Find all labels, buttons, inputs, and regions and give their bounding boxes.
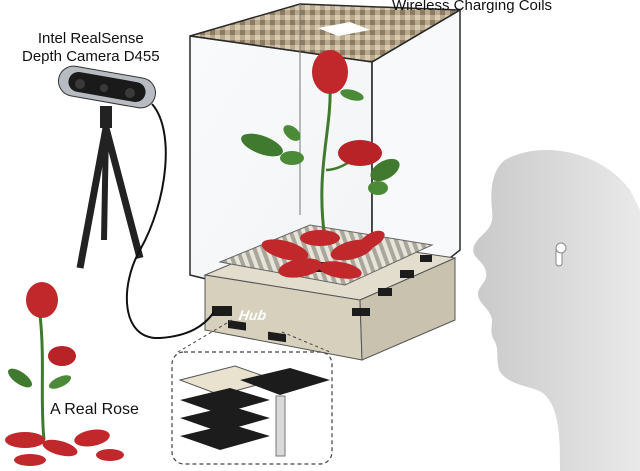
- head-icon: [473, 150, 640, 471]
- rose-label: A Real Rose: [50, 401, 139, 418]
- hub-port: [212, 306, 232, 316]
- real-rose-icon: [5, 282, 124, 466]
- tripod-icon: [76, 106, 144, 269]
- hub-label: Hub: [237, 307, 268, 323]
- camera-label-line1: Intel RealSense: [37, 30, 144, 47]
- coil-layer-icon: [178, 365, 330, 457]
- earbud-icon: [555, 242, 567, 267]
- rose-icon: [241, 50, 400, 279]
- coils-label: Wireless Charging Coils: [392, 0, 553, 14]
- camera-icon: [58, 65, 156, 109]
- camera-label-line2: Depth Camera D455: [22, 48, 160, 65]
- top-panel-opening: [318, 22, 370, 36]
- camera-cable: [125, 103, 215, 340]
- coil-layer-detail: [171, 319, 333, 465]
- camera-label: Intel RealSense Depth Camera D455: [22, 30, 160, 66]
